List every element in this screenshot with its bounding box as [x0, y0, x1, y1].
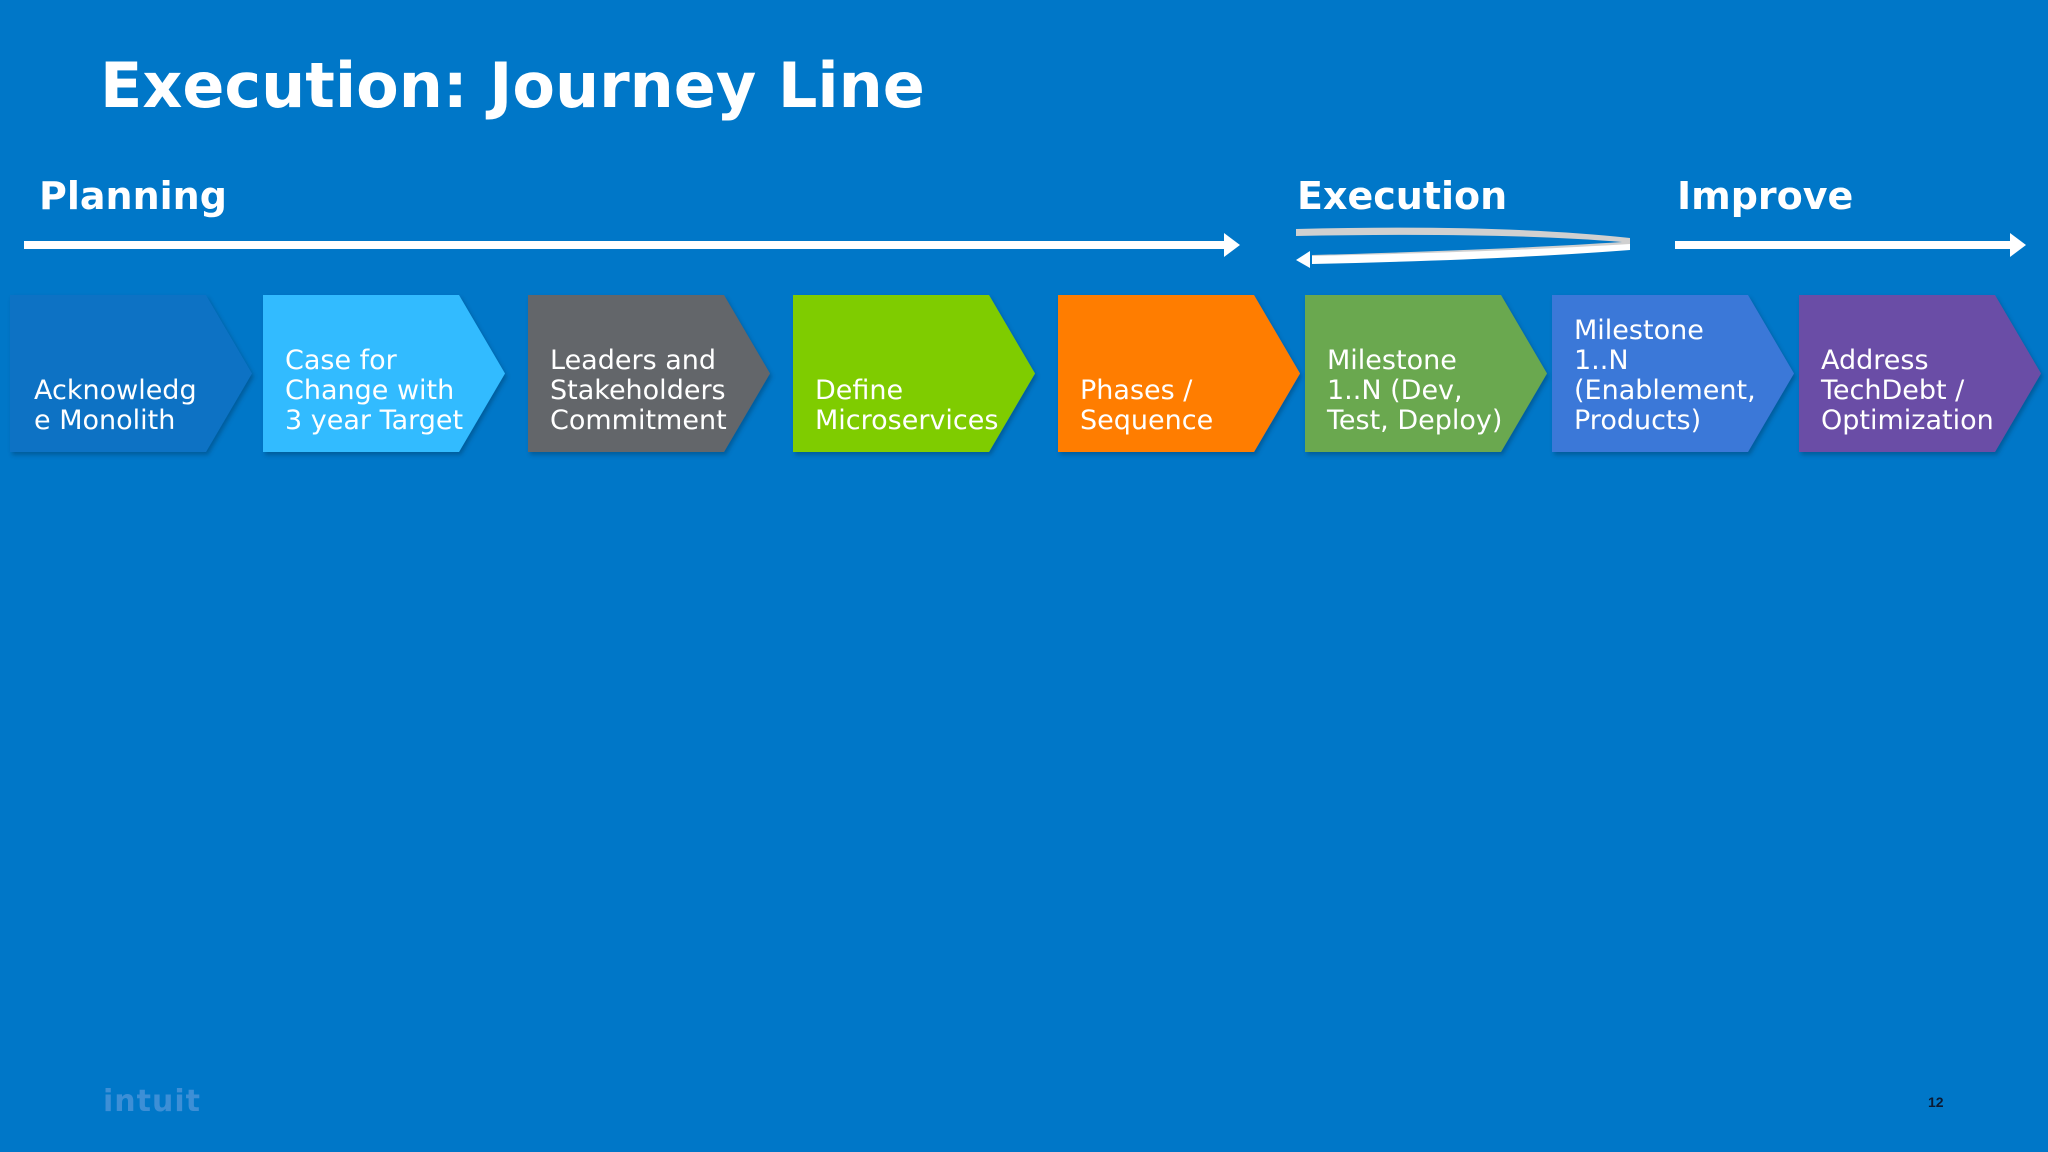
- phase-label-improve: Improve: [1677, 174, 1854, 218]
- page-number: 12: [1928, 1094, 1944, 1110]
- chevron-step-6: [1305, 295, 1547, 452]
- chevron-step-label-2: Case for Change with 3 year Target: [285, 345, 464, 436]
- chevron-step-label-7: Milestone 1..N (Enablement, Products): [1574, 315, 1756, 436]
- chevron-step-4: [793, 295, 1035, 452]
- chevron-step-2: [263, 295, 505, 452]
- chevron-step-8: [1799, 295, 2041, 452]
- chevron-step-3: [528, 295, 770, 452]
- chevron-step-label-1: Acknowledg e Monolith: [34, 375, 197, 436]
- improve-arrow: [1675, 233, 2026, 257]
- chevron-step-1: [10, 295, 252, 452]
- chevron-step-label-8: Address TechDebt / Optimization: [1821, 345, 1994, 436]
- chevron-step-7: [1552, 295, 1794, 452]
- slide-title: Execution: Journey Line: [100, 49, 925, 122]
- chevron-step-5: [1058, 295, 1300, 452]
- chevron-step-label-4: Define Microservices: [815, 375, 999, 436]
- phase-label-execution: Execution: [1297, 174, 1508, 218]
- chevron-step-label-6: Milestone 1..N (Dev, Test, Deploy): [1327, 345, 1503, 436]
- planning-arrow: [24, 233, 1240, 257]
- phase-label-planning: Planning: [39, 174, 227, 218]
- journey-chevrons: [10, 295, 2041, 452]
- chevron-step-label-3: Leaders and Stakeholders Commitment: [550, 345, 727, 436]
- execution-loop-arrow: [1296, 227, 1630, 268]
- chevron-step-label-5: Phases / Sequence: [1080, 375, 1214, 436]
- intuit-logo: intuit: [103, 1084, 201, 1119]
- phase-arrows: [24, 227, 2026, 268]
